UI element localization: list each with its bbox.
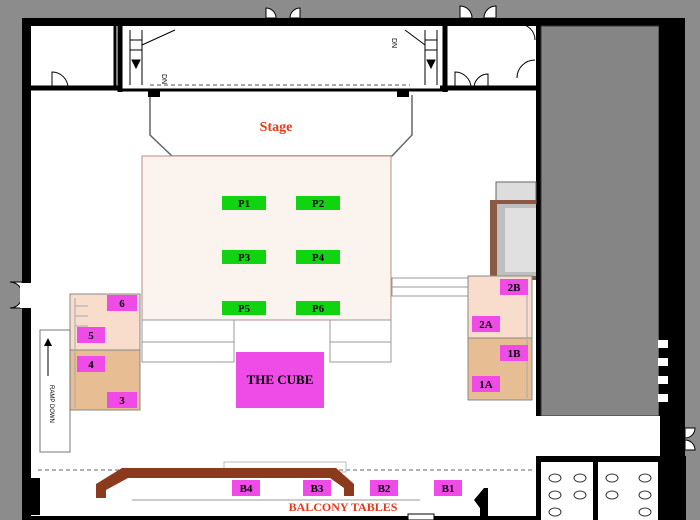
table-b3[interactable] (303, 480, 331, 496)
table-1a[interactable] (472, 376, 500, 392)
platform-p1[interactable] (222, 196, 266, 210)
platform-p5-label: P5 (238, 303, 251, 315)
table-5[interactable] (77, 327, 105, 343)
platform-p2[interactable] (296, 196, 340, 210)
platform-p1-label: P1 (238, 198, 250, 210)
stage-post-left (148, 90, 160, 97)
platform-group: P1 P2 P3 P4 P5 P6 (222, 196, 340, 315)
top-door-right (459, 5, 497, 19)
dance-floor (141, 155, 392, 321)
table-5-label: 5 (88, 330, 94, 342)
stair-right (404, 29, 438, 85)
restrooms (536, 456, 686, 520)
backstage-rooms (31, 26, 540, 92)
ramp (39, 329, 71, 453)
platform-p4-label: P4 (312, 252, 325, 264)
stair-left-label: DN (160, 74, 167, 84)
table-2a[interactable] (472, 316, 500, 332)
dance-floor-steps (141, 319, 392, 363)
ramp-label: RAMP DOWN (48, 385, 54, 423)
platform-p4[interactable] (296, 250, 340, 264)
table-b1-label: B1 (442, 483, 455, 495)
door-swings (51, 23, 536, 89)
table-b2[interactable] (370, 480, 398, 496)
balcony-wall-left (31, 478, 40, 515)
right-annex (536, 25, 696, 456)
platform-p5[interactable] (222, 301, 266, 315)
table-b1[interactable] (434, 480, 462, 496)
table-2a-label: 2A (479, 319, 493, 331)
balcony-exit (407, 513, 435, 520)
top-door-left (265, 7, 301, 19)
right-bar (391, 181, 537, 297)
stair-left (129, 29, 176, 85)
platform-p3-label: P3 (238, 252, 251, 264)
balcony-wall-right (474, 488, 488, 520)
table-2b-label: 2B (508, 282, 522, 294)
table-6[interactable] (107, 295, 137, 311)
platform-p6[interactable] (296, 301, 340, 315)
platform-p2-label: P2 (312, 198, 325, 210)
stair-right-label: DN (390, 38, 397, 48)
platform-p6-label: P6 (312, 303, 325, 315)
table-6-label: 6 (119, 298, 125, 310)
table-3-label: 3 (119, 395, 125, 407)
balcony-rail (96, 468, 354, 498)
left-door (9, 281, 33, 309)
table-4-label: 4 (88, 359, 94, 371)
table-3[interactable] (107, 392, 137, 408)
table-2b[interactable] (500, 279, 528, 295)
table-1b-label: 1B (508, 348, 522, 360)
table-1b[interactable] (500, 345, 528, 361)
table-1a-label: 1A (479, 379, 493, 391)
table-b4-label: B4 (240, 483, 253, 495)
stage-post-right (397, 90, 409, 97)
table-4[interactable] (77, 356, 105, 372)
table-b4[interactable] (232, 480, 260, 496)
stage-label: Stage (260, 120, 293, 135)
the-cube[interactable] (236, 352, 324, 408)
table-b2-label: B2 (378, 483, 391, 495)
table-b3-label: B3 (311, 483, 324, 495)
balcony-label: BALCONY TABLES (289, 500, 398, 514)
the-cube-label: THE CUBE (247, 372, 314, 387)
platform-p3[interactable] (222, 250, 266, 264)
